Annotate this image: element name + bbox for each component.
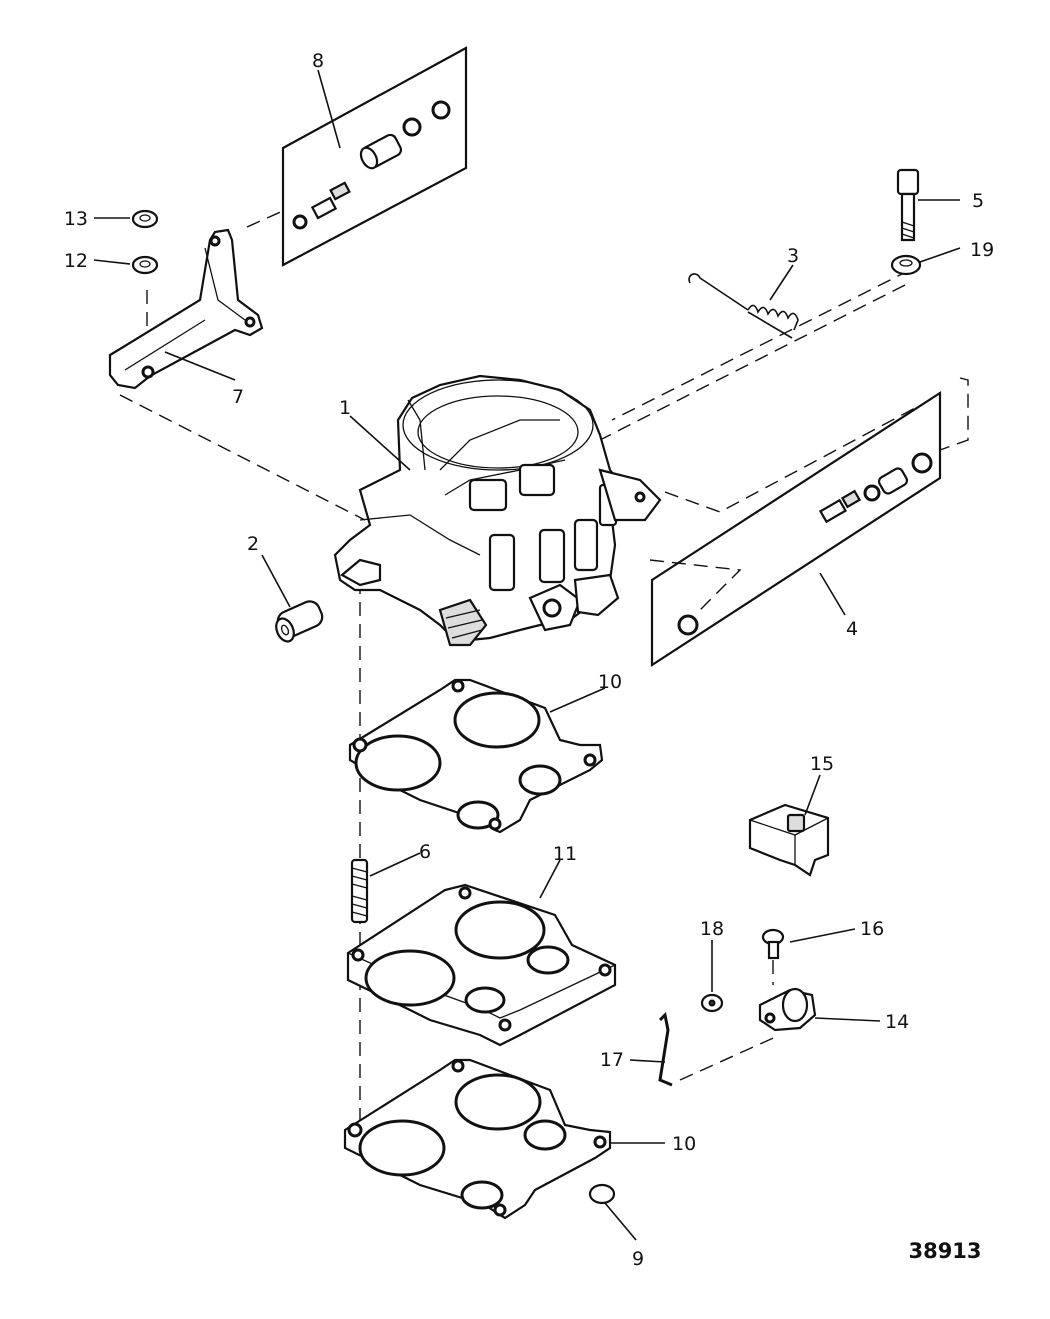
callout-10-upper: 10 bbox=[598, 671, 622, 693]
part-9-plug bbox=[588, 1183, 616, 1205]
reference-number: 38913 bbox=[908, 1239, 981, 1263]
part-17-rod bbox=[658, 1011, 673, 1087]
part-11-spacer bbox=[346, 883, 617, 1047]
leader-lines bbox=[93, 69, 961, 1241]
kit-4-washer bbox=[863, 484, 881, 502]
callout-2: 2 bbox=[247, 533, 259, 555]
kit-8-panel bbox=[281, 46, 468, 267]
callout-13: 13 bbox=[64, 208, 88, 230]
part-6-stud bbox=[350, 858, 369, 924]
callout-9: 9 bbox=[632, 1248, 644, 1270]
part-12-washer bbox=[131, 255, 159, 275]
part-5-bolt bbox=[896, 168, 920, 242]
kit-8-nut bbox=[431, 100, 451, 120]
callout-7: 7 bbox=[232, 386, 244, 408]
callout-labels: 8 13 12 7 3 5 19 1 2 4 10 6 11 15 16 18 … bbox=[64, 50, 994, 1270]
callout-19: 19 bbox=[970, 239, 994, 261]
callout-5: 5 bbox=[972, 190, 984, 212]
callout-12: 12 bbox=[64, 250, 88, 272]
callout-4: 4 bbox=[846, 618, 858, 640]
part-10-gasket-upper bbox=[348, 678, 604, 834]
callout-18: 18 bbox=[700, 918, 724, 940]
kit-8-washer bbox=[292, 214, 308, 230]
callout-1: 1 bbox=[339, 397, 351, 419]
part-2-plug bbox=[275, 600, 324, 643]
callout-17: 17 bbox=[600, 1049, 624, 1071]
part-16-screw bbox=[761, 928, 785, 985]
callout-3: 3 bbox=[787, 245, 799, 267]
part-3-spring bbox=[688, 273, 799, 339]
kit-4-stud bbox=[818, 489, 862, 524]
callout-6: 6 bbox=[419, 841, 431, 863]
callout-16: 16 bbox=[860, 918, 884, 940]
callout-10-lower: 10 bbox=[672, 1133, 696, 1155]
kit-8-stud bbox=[310, 181, 351, 220]
part-14-clamp bbox=[758, 987, 817, 1032]
part-18-washer bbox=[700, 993, 724, 1013]
kit-4-nut bbox=[677, 614, 699, 636]
kit-8-washer-2 bbox=[402, 117, 422, 137]
callout-15: 15 bbox=[810, 753, 834, 775]
part-1-carburetor bbox=[333, 374, 662, 647]
kit-8-bushing bbox=[359, 133, 403, 170]
kit-4-panel bbox=[650, 390, 942, 668]
part-15-block bbox=[748, 803, 830, 877]
part-7-bracket bbox=[108, 228, 264, 390]
callout-14: 14 bbox=[885, 1011, 909, 1033]
part-19-washer bbox=[890, 254, 922, 276]
callout-8: 8 bbox=[312, 50, 324, 72]
kit-4-nut-2 bbox=[911, 452, 933, 474]
assembly-lines bbox=[119, 209, 969, 1125]
part-13-nut bbox=[131, 209, 159, 229]
kit-4-bushing bbox=[877, 467, 909, 495]
callout-11: 11 bbox=[553, 843, 577, 865]
part-10-gasket-lower bbox=[343, 1058, 612, 1220]
